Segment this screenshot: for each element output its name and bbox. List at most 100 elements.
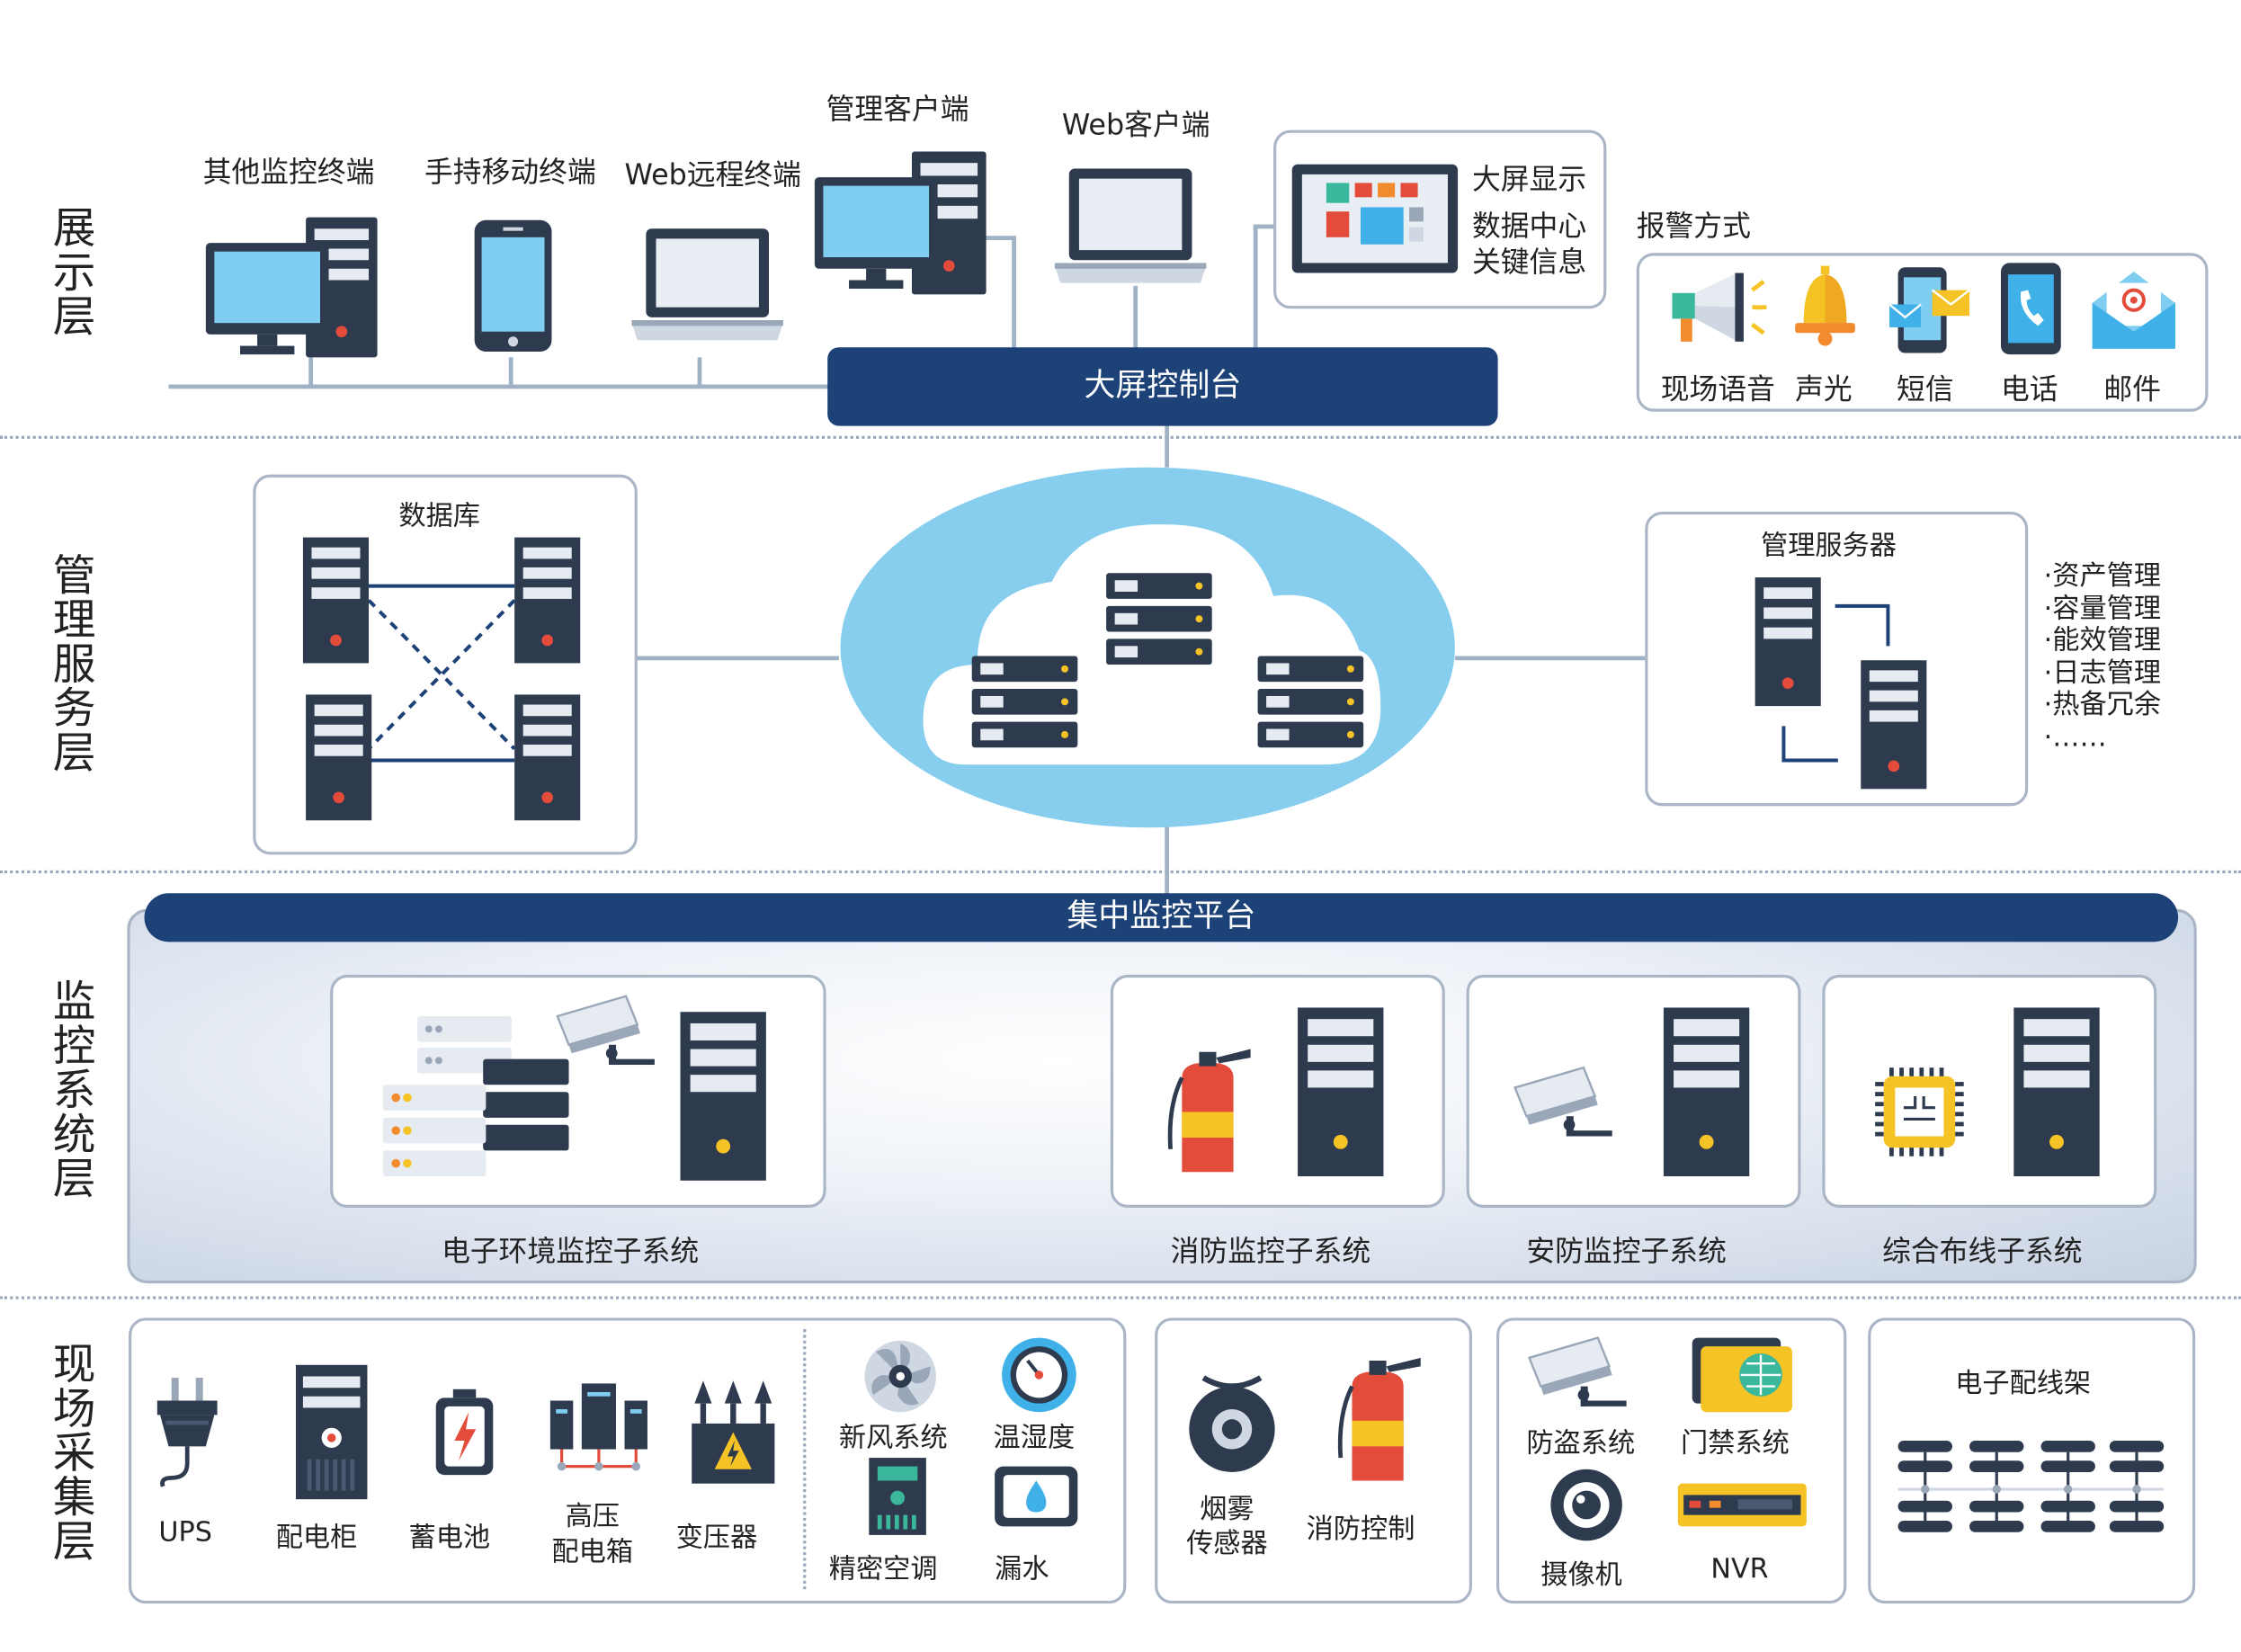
transformer-icon xyxy=(692,1380,775,1484)
power-env-panel xyxy=(129,1317,1127,1604)
subsystem-label-fire: 消防监控子系统 xyxy=(1170,1233,1371,1268)
terminal-label-web-client: Web客户端 xyxy=(1061,107,1210,142)
function-redundancy: ·热备冗余 xyxy=(2043,689,2162,721)
connector-line xyxy=(1012,236,1016,351)
field-label-fire-control: 消防控制 xyxy=(1306,1514,1415,1546)
layer-label-field: 现场采集层 xyxy=(52,1340,96,1568)
management-server-title: 管理服务器 xyxy=(1761,530,1897,562)
chip-icon xyxy=(1875,1067,1964,1156)
field-label-nvr: NVR xyxy=(1710,1553,1769,1585)
fire-extinguisher-icon xyxy=(1167,1049,1251,1173)
big-screen-line2: 数据中心 xyxy=(1471,209,1587,244)
field-label-transformer: 变压器 xyxy=(675,1522,758,1554)
thermometer-gauge-icon xyxy=(1002,1337,1076,1413)
patch-panel-icon xyxy=(1897,1441,2165,1532)
alarm-item-light: 声光 xyxy=(1795,371,1853,406)
cabling-subsystem-card xyxy=(1822,974,2157,1208)
field-label-camera: 摄像机 xyxy=(1540,1558,1622,1591)
env-server-icon xyxy=(680,1012,766,1181)
fan-icon xyxy=(864,1340,936,1413)
precision-ac-icon xyxy=(869,1458,926,1535)
database-title: 数据库 xyxy=(398,500,481,532)
connector-line xyxy=(697,357,702,387)
big-screen-line1: 大屏显示 xyxy=(1471,161,1587,196)
connector-line xyxy=(1454,656,1646,661)
fire-subsystem-card xyxy=(1110,974,1445,1208)
management-functions-list: ·资产管理 ·容量管理 ·能效管理 ·日志管理 ·热备冗余 ·…… xyxy=(2044,560,2161,754)
terminal-label-other: 其他监控终端 xyxy=(202,154,375,189)
sms-icon xyxy=(1888,267,1970,353)
field-label-access-control: 门禁系统 xyxy=(1681,1427,1790,1460)
management-server-icon xyxy=(1754,577,1927,790)
cloud-server-icon xyxy=(840,467,1455,828)
web-client-laptop-icon xyxy=(1054,168,1207,283)
connector-line xyxy=(508,357,513,387)
field-label-hv-box: 高压 配电箱 xyxy=(551,1500,634,1568)
field-label-distribution-cabinet: 配电柜 xyxy=(275,1522,358,1554)
alarm-item-sms: 短信 xyxy=(1896,371,1954,406)
connector-line xyxy=(1253,224,1258,351)
cabling-field-panel xyxy=(1868,1317,2196,1604)
field-label-temp-humidity: 温湿度 xyxy=(993,1422,1076,1454)
field-label-water-leak: 漏水 xyxy=(995,1553,1049,1585)
field-label-battery: 蓄电池 xyxy=(408,1522,491,1554)
connector-line xyxy=(631,656,839,661)
management-server-panel xyxy=(1645,511,2029,807)
layer-label-display: 展示层 xyxy=(52,204,96,344)
field-label-fresh-air: 新风系统 xyxy=(838,1422,948,1454)
desktop-computer-icon xyxy=(205,217,378,358)
connector-line xyxy=(308,357,314,387)
separator-management xyxy=(0,870,2241,874)
field-label-anti-theft: 防盗系统 xyxy=(1526,1427,1636,1460)
function-more: ·…… xyxy=(2043,720,2107,753)
function-log: ·日志管理 xyxy=(2043,656,2162,689)
security-camera-icon xyxy=(1513,1066,1612,1137)
subsystem-label-security: 安防监控子系统 xyxy=(1526,1233,1727,1268)
database-cluster-icon xyxy=(302,537,581,821)
connector-line xyxy=(1253,224,1277,229)
camera-lens-icon xyxy=(1550,1469,1622,1541)
terminal-label-admin-client: 管理客户端 xyxy=(826,91,969,126)
alarm-item-voice: 现场语音 xyxy=(1660,371,1775,406)
security-server-icon xyxy=(1663,1007,1750,1176)
megaphone-icon xyxy=(1672,272,1767,342)
email-icon xyxy=(2092,271,2175,349)
separator-monitoring xyxy=(0,1296,2241,1299)
power-plug-icon xyxy=(156,1378,218,1487)
panel-divider xyxy=(803,1329,807,1590)
field-label-ups: UPS xyxy=(158,1516,212,1549)
laptop-icon xyxy=(631,228,783,341)
alarm-title: 报警方式 xyxy=(1636,209,1751,244)
cctv-camera-icon xyxy=(556,995,655,1066)
display-bus-line xyxy=(168,384,834,389)
function-energy: ·能效管理 xyxy=(2043,624,2162,656)
field-label-smoke-sensor: 烟雾 传感器 xyxy=(1186,1493,1268,1559)
admin-desktop-icon xyxy=(814,151,987,295)
alarm-item-email: 邮件 xyxy=(2103,371,2162,406)
separator-display xyxy=(0,435,2241,439)
central-monitoring-bar: 集中监控平台 xyxy=(144,893,2179,942)
layer-label-monitoring: 监控系统层 xyxy=(52,978,96,1205)
battery-icon xyxy=(435,1389,494,1476)
alarm-bell-icon xyxy=(1795,265,1855,346)
connector-line xyxy=(1165,826,1170,895)
big-screen-console-bar: 大屏控制台 xyxy=(827,347,1498,426)
connector-line xyxy=(1133,285,1138,351)
subsystem-label-cabling: 综合布线子系统 xyxy=(1882,1233,2083,1268)
terminal-label-web-remote: Web远程终端 xyxy=(624,156,801,192)
terminal-label-mobile: 手持移动终端 xyxy=(424,154,596,189)
server-rack-icon xyxy=(382,1015,569,1176)
alarm-item-phone: 电话 xyxy=(2001,371,2058,406)
distribution-cabinet-icon xyxy=(295,1364,368,1500)
high-voltage-box-icon xyxy=(549,1383,647,1471)
anti-theft-camera-icon xyxy=(1527,1336,1627,1406)
subsystem-label-env: 电子环境监控子系统 xyxy=(442,1233,700,1268)
connector-line xyxy=(1165,424,1170,468)
field-label-patch-panel: 电子配线架 xyxy=(1955,1367,2092,1399)
big-screen-line3: 关键信息 xyxy=(1471,244,1587,279)
cabling-server-icon xyxy=(2013,1007,2100,1176)
fire-server-icon xyxy=(1298,1007,1384,1176)
fire-control-extinguisher-icon xyxy=(1337,1357,1421,1481)
nvr-device-icon xyxy=(1677,1483,1807,1527)
function-capacity: ·容量管理 xyxy=(2043,592,2162,624)
